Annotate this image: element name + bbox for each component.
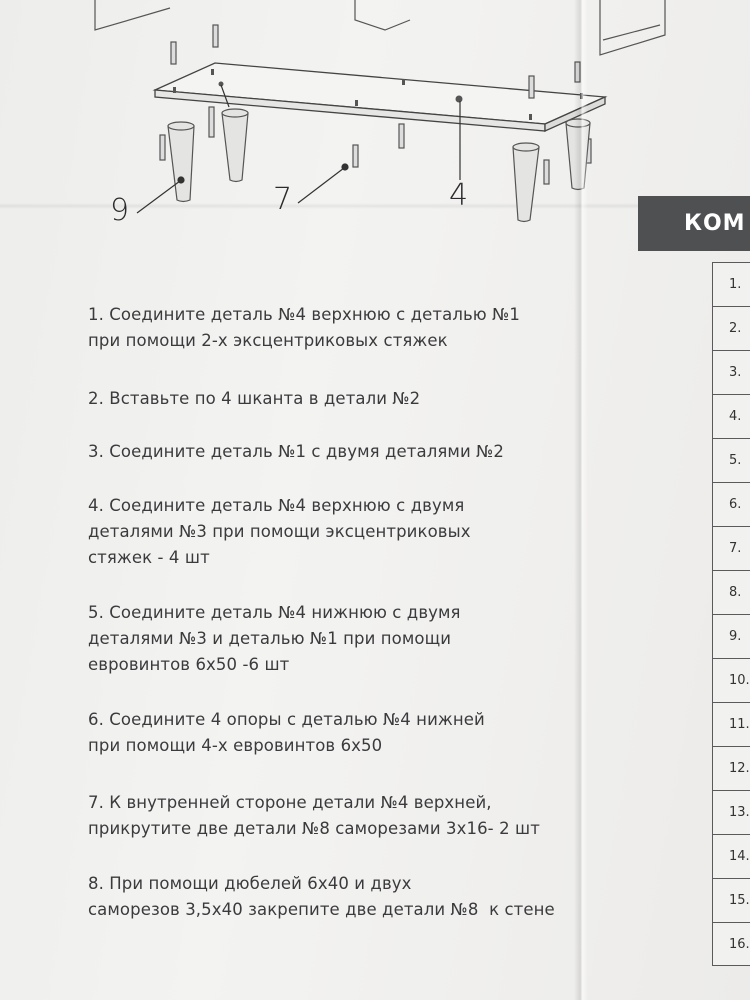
- leader-lines: [136, 84, 461, 214]
- step-line: деталями №3 при помощи эксцентриковых: [88, 522, 471, 541]
- step-7: 7. К внутренней стороне детали №4 верхне…: [88, 790, 540, 842]
- table-row: 4.: [712, 394, 750, 438]
- step-line: 5. Соедините деталь №4 нижнюю с двумя: [88, 603, 461, 622]
- step-line: 3. Соедините деталь №1 с двумя деталями …: [88, 442, 504, 461]
- step-line: 7. К внутренней стороне детали №4 верхне…: [88, 793, 492, 812]
- table-row: 5.: [712, 438, 750, 482]
- table-row: 13.: [712, 790, 750, 834]
- step-line: 4. Соедините деталь №4 верхнюю с двумя: [88, 496, 465, 515]
- step-line: деталями №3 и деталью №1 при помощи: [88, 629, 452, 648]
- step-line: при помощи 4-х евровинтов 6х50: [88, 736, 383, 755]
- table-row: 9.: [712, 614, 750, 658]
- table-row: 6.: [712, 482, 750, 526]
- table-row: 10.: [712, 658, 750, 702]
- step-line: при помощи 2-х эксцентриковых стяжек: [88, 331, 448, 350]
- table-row: 14.: [712, 834, 750, 878]
- callout-part-9: 9: [110, 193, 130, 228]
- table-row: 16.: [712, 922, 750, 966]
- table-row: 2.: [712, 306, 750, 350]
- step-line: 2. Вставьте по 4 шканта в детали №2: [88, 389, 421, 408]
- callout-part-7: 7: [273, 182, 293, 217]
- table-row: 7.: [712, 526, 750, 570]
- table-row: 1.: [712, 262, 750, 306]
- dowels: [159, 24, 592, 185]
- table-row: 8.: [712, 570, 750, 614]
- callout-part-4: 4: [449, 178, 469, 213]
- board-holes: [173, 69, 583, 120]
- legs: [167, 108, 591, 223]
- step-1: 1. Соедините деталь №4 верхнюю с деталью…: [88, 302, 520, 354]
- step-line: 1. Соедините деталь №4 верхнюю с деталью…: [88, 305, 520, 324]
- step-8: 8. При помощи дюбелей 6х40 и двух саморе…: [88, 871, 555, 923]
- step-line: 6. Соедините 4 опоры с деталью №4 нижней: [88, 710, 485, 729]
- paper-fold-vertical: [574, 0, 588, 1000]
- step-line: прикрутите две детали №8 саморезами 3х16…: [88, 819, 540, 838]
- top-panels: [94, 0, 666, 56]
- step-line: саморезов 3,5х40 закрепите две детали №8…: [88, 900, 555, 919]
- step-6: 6. Соедините 4 опоры с деталью №4 нижней…: [88, 707, 485, 759]
- table-row: 3.: [712, 350, 750, 394]
- step-5: 5. Соедините деталь №4 нижнюю с двумя де…: [88, 600, 461, 678]
- components-header: КОМ: [638, 196, 750, 251]
- paper-fold-horizontal: [0, 203, 750, 209]
- table-row: 11.: [712, 702, 750, 746]
- components-table: 1. 2. 3. 4. 5. 6. 7. 8. 9. 10. 11. 12. 1…: [712, 262, 750, 966]
- step-line: 8. При помощи дюбелей 6х40 и двух: [88, 874, 412, 893]
- step-4: 4. Соедините деталь №4 верхнюю с двумя д…: [88, 493, 471, 571]
- table-row: 12.: [712, 746, 750, 790]
- step-2: 2. Вставьте по 4 шканта в детали №2: [88, 386, 420, 412]
- step-line: стяжек - 4 шт: [88, 548, 210, 567]
- table-row: 15.: [712, 878, 750, 922]
- step-3: 3. Соедините деталь №1 с двумя деталями …: [88, 439, 504, 465]
- step-line: евровинтов 6х50 -6 шт: [88, 655, 290, 674]
